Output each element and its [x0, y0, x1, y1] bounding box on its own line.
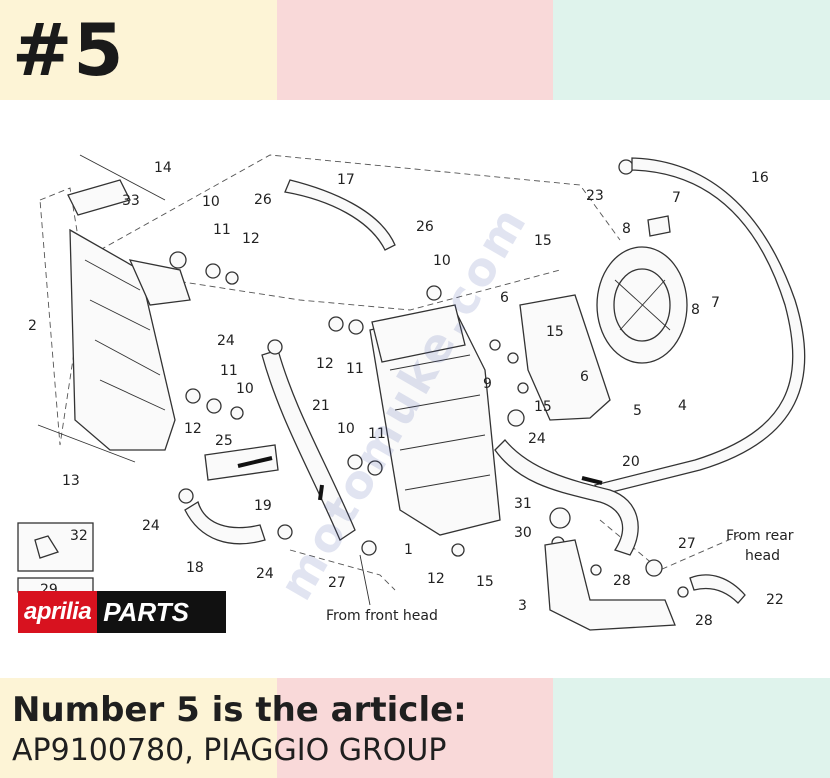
callout-24b: 24 — [528, 431, 546, 447]
callout-8b: 8 — [691, 302, 700, 318]
callout-12b: 12 — [316, 356, 334, 372]
assembly-outline-bottom — [289, 549, 396, 591]
band-segment-pink — [276, 0, 554, 100]
callout-28a: 28 — [613, 573, 631, 589]
brand-logo: aprilia PARTS — [18, 591, 226, 633]
bolt-14 — [79, 154, 166, 201]
right-radiator — [369, 304, 501, 536]
callout-11a: 11 — [213, 222, 231, 238]
callout-26b: 26 — [416, 219, 434, 235]
callout-15a: 15 — [534, 233, 552, 249]
callout-11c: 11 — [220, 363, 238, 379]
callout-19: 19 — [254, 498, 272, 514]
callout-27a: 27 — [328, 575, 346, 591]
callout-20: 20 — [622, 454, 640, 470]
hose-22 — [689, 574, 746, 604]
item-number-badge: #5 — [12, 8, 125, 92]
fan-shroud — [519, 294, 611, 421]
band-segment-mint — [553, 0, 830, 100]
fan — [596, 246, 688, 364]
brand-name: aprilia — [18, 591, 98, 633]
caption-subtitle: AP9100780, PIAGGIO GROUP — [12, 733, 447, 768]
callout-21: 21 — [312, 398, 330, 414]
callout-10d: 10 — [337, 421, 355, 437]
callout-33: 33 — [122, 193, 140, 209]
hose-16 — [594, 157, 806, 496]
callout-10a: 10 — [202, 194, 220, 210]
callout-15b: 15 — [546, 324, 564, 340]
left-radiator — [67, 179, 191, 451]
fan-connector — [647, 215, 671, 237]
callout-24c: 24 — [142, 518, 160, 534]
callout-22: 22 — [766, 592, 784, 608]
hose-25 — [204, 444, 279, 481]
callout-17: 17 — [337, 172, 355, 188]
note-front-head: From front head — [326, 608, 438, 624]
callout-30: 30 — [514, 525, 532, 541]
hose-20 — [494, 439, 639, 556]
exploded-parts-diagram: 1 2 3 4 5 6 6 7 7 8 8 9 10 10 10 10 11 1… — [17, 154, 806, 631]
bolt-13 — [37, 424, 136, 463]
callout-8a: 8 — [622, 221, 631, 237]
hose-17 — [284, 179, 396, 251]
callout-9: 9 — [483, 376, 492, 392]
hose-18 — [184, 501, 266, 545]
band-segment-yellow — [0, 678, 277, 778]
note-rear-head-line1: From rear — [726, 528, 794, 544]
pump-pipe-3 — [544, 539, 676, 631]
assembly-outline-top — [99, 154, 621, 251]
callout-32: 32 — [70, 528, 88, 544]
note-rear-head-line2: head — [745, 548, 780, 564]
callout-12c: 12 — [184, 421, 202, 437]
callout-12a: 12 — [242, 231, 260, 247]
callout-12d: 12 — [427, 571, 445, 587]
callout-2: 2 — [28, 318, 37, 334]
callout-28b: 28 — [695, 613, 713, 629]
callout-5: 5 — [633, 403, 642, 419]
radiator-cap — [67, 179, 131, 216]
callout-10c: 10 — [236, 381, 254, 397]
callout-15d: 15 — [476, 574, 494, 590]
brand-tag: PARTS — [97, 591, 226, 633]
callout-4: 4 — [678, 398, 687, 414]
bottom-color-band — [0, 678, 830, 778]
callout-16: 16 — [751, 170, 769, 186]
callout-labels: 1 2 3 4 5 6 6 7 7 8 8 9 10 10 10 10 11 1… — [28, 160, 784, 629]
callout-31: 31 — [514, 496, 532, 512]
callout-15c: 15 — [534, 399, 552, 415]
callout-24d: 24 — [256, 566, 274, 582]
assembly-outline-mid — [169, 269, 561, 311]
callout-3: 3 — [518, 598, 527, 614]
band-segment-yellow — [0, 0, 277, 100]
callout-1: 1 — [404, 542, 413, 558]
hose-21 — [261, 349, 356, 541]
callout-11d: 11 — [368, 426, 386, 442]
callout-26a: 26 — [254, 192, 272, 208]
callout-13: 13 — [62, 473, 80, 489]
callout-10b: 10 — [433, 253, 451, 269]
callout-27b: 27 — [678, 536, 696, 552]
callout-14: 14 — [154, 160, 172, 176]
callout-24a: 24 — [217, 333, 235, 349]
caption-title: Number 5 is the article: — [12, 690, 467, 730]
callout-23: 23 — [586, 188, 604, 204]
top-color-band — [0, 0, 830, 100]
front-head-leader — [359, 554, 371, 606]
callout-6b: 6 — [580, 369, 589, 385]
callout-18: 18 — [186, 560, 204, 576]
callout-25: 25 — [215, 433, 233, 449]
washers — [169, 159, 689, 598]
callout-6a: 6 — [500, 290, 509, 306]
callout-11b: 11 — [346, 361, 364, 377]
band-segment-pink — [276, 678, 554, 778]
callout-7a: 7 — [672, 190, 681, 206]
band-segment-mint — [553, 678, 830, 778]
callout-7b: 7 — [711, 295, 720, 311]
